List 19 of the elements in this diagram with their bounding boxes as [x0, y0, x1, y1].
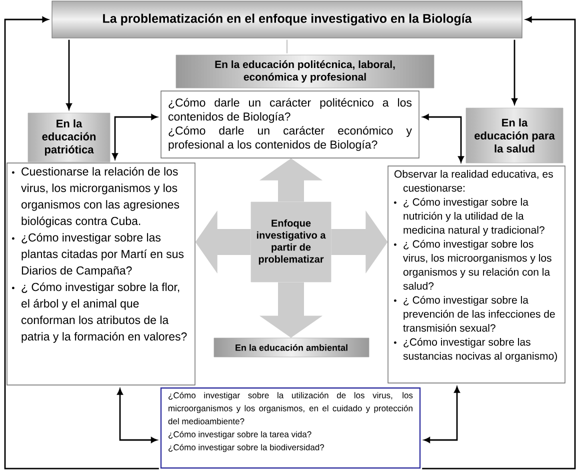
- text-box: ¿Cómo darle un carácter politécnico a los contenidos de Biología? ¿Cómo darle un carácter económico y profesional a los contenidos de Biología?: [160, 90, 420, 158]
- arrow: [422, 16, 576, 470]
- connector-line: [286, 40, 288, 54]
- arrow: [512, 40, 518, 104]
- arrow: [117, 388, 158, 443]
- heading-band: En la educación politécnica, laboral, económica y profesional: [176, 54, 434, 88]
- text-box: ¿Cómo investigar sobre la utilización de los virus, los microorganismos y los organismos, en el cuidado y protección del medioambiente? ¿Cómo investigar sobre la tarea vida? ¿Cómo investigar sobre la biodiversidad?: [160, 387, 421, 469]
- arrow: [4, 16, 159, 470]
- text-box: Observar la realidad educativa, es cuestionarse: ¿ Cómo investigar sobre la nutrición y la utilidad de la medicina natural y tradicional? ¿ Cómo investigar sobre los virus, los microorganismos y los organismos y su relación con la salud? ¿ Cómo investigar sobre la prevención de las infecciones de transmisión sexual? ¿Cómo investigar sobre las sustancias nocivas al organismo): [388, 166, 566, 384]
- arrow: [424, 386, 460, 443]
- arrow: [66, 40, 72, 110]
- heading-box: En la educación patriótica: [28, 112, 110, 162]
- arrow: [112, 114, 158, 160]
- heading-band: En la educación ambiental: [214, 338, 370, 358]
- arrow: [422, 114, 464, 162]
- title-box: La problematización en el enfoque investigativo en la Biología: [52, 0, 522, 38]
- text-box: Cuestionarse la relación de los virus, los microrganismos y los organismos con las agresiones biológicas contra Cuba. ¿Cómo investigar sobre las plantas citadas por Martí en sus Diarios de Campaña? ¿ Cómo investigar sobre la flor, el árbol y el animal que conforman los atributos de la patria y la formación en valores?: [6, 162, 196, 386]
- center-box: Enfoque investigativo a partir de problematizar: [250, 202, 332, 282]
- heading-box: En la educación para la salud: [466, 108, 564, 164]
